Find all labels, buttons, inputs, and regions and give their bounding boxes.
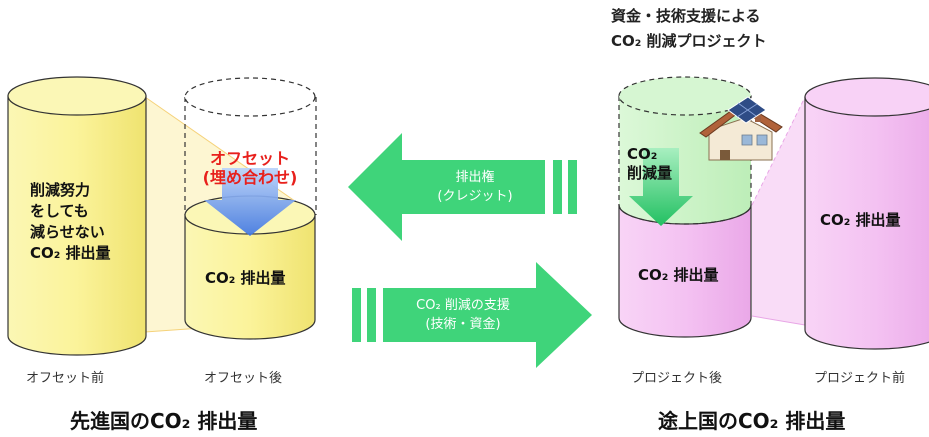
projection-line-right-top (751, 96, 806, 206)
offset-down-arrow (204, 168, 296, 236)
before-line-2: をしても (30, 202, 89, 220)
before-line-1: 削減努力 (30, 181, 91, 199)
cylinder-offset-before (7, 76, 147, 356)
offset-line-2: (埋め合わせ) (202, 168, 298, 187)
caption-developing: 途上国のCO₂ 排出量 (658, 409, 846, 433)
project-title-line-2: CO₂ 削減プロジェクト (611, 32, 767, 50)
support-line-2: (技術・資金) (425, 317, 501, 332)
project-title: 資金・技術支援による CO₂ 削減プロジェクト (611, 4, 767, 54)
project-title-line-1: 資金・技術支援による (611, 7, 761, 25)
label-project-after: プロジェクト後 (631, 371, 723, 386)
credit-line-2: (クレジット) (437, 189, 513, 204)
reduction-line-1: CO₂ (627, 145, 658, 163)
credit-arrow-text: 排出権 (クレジット) (405, 168, 545, 206)
cylinder-offset-after (184, 77, 317, 340)
label-offset-after: オフセット後 (204, 371, 283, 386)
project-before-emission: CO₂ 排出量 (820, 211, 901, 229)
before-line-3: 減らせない (30, 223, 105, 241)
reduction-down-arrow (629, 148, 693, 226)
solar-panel-icon (727, 96, 767, 124)
caption-developed: 先進国のCO₂ 排出量 (70, 409, 258, 433)
projection-line-right-bottom (751, 315, 806, 326)
reduction-label: CO₂ 削減量 (627, 145, 672, 183)
credit-line-1: 排出権 (455, 170, 495, 185)
support-arrow-right (352, 262, 592, 368)
projection-band-right (752, 97, 805, 325)
support-line-1: CO₂ 削減の支援 (416, 298, 510, 313)
before-cylinder-text: 削減努力 をしても 減らせない CO₂ 排出量 (30, 180, 111, 264)
after-emission-label: CO₂ 排出量 (205, 269, 286, 287)
projection-line-top (144, 96, 316, 216)
label-project-before: プロジェクト前 (814, 371, 906, 386)
reduction-line-2: 削減量 (627, 164, 673, 182)
offset-label: オフセット (埋め合わせ) (198, 149, 302, 187)
project-after-emission: CO₂ 排出量 (638, 266, 719, 284)
label-offset-before: オフセット前 (26, 371, 105, 386)
offset-line-1: オフセット (209, 149, 290, 168)
credit-arrow-left (348, 133, 577, 241)
cylinder-project-before (804, 77, 929, 350)
before-line-4: CO₂ 排出量 (30, 244, 111, 262)
support-arrow-text: CO₂ 削減の支援 (技術・資金) (390, 296, 536, 334)
